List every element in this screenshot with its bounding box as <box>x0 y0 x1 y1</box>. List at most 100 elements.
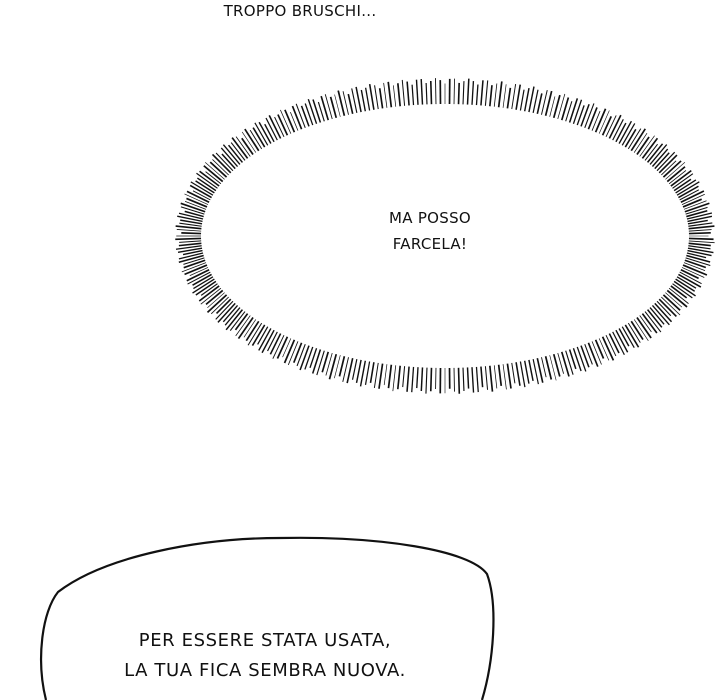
hatch-stroke <box>475 366 479 393</box>
hatch-stroke <box>662 160 682 178</box>
hatch-stroke <box>528 359 534 382</box>
hatch-stroke <box>324 94 333 120</box>
hatch-stroke <box>654 152 670 170</box>
thought-bubble-top-text: TROPPO BRUSCHI... <box>223 2 377 20</box>
hatch-stroke <box>195 180 215 194</box>
hatch-stroke <box>179 240 202 243</box>
hatch-stroke <box>544 356 553 380</box>
hatch-stroke <box>429 367 433 392</box>
hatch-stroke <box>672 173 694 189</box>
hatch-stroke <box>608 114 622 139</box>
hatch-stroke <box>560 351 570 377</box>
hatch-stroke <box>355 359 362 384</box>
hatch-stroke <box>681 193 705 205</box>
hatch-stroke <box>572 348 582 372</box>
hatch-stroke <box>688 245 711 250</box>
hatch-stroke <box>184 264 208 276</box>
hatch-stroke <box>682 198 703 208</box>
hatch-stroke <box>605 115 617 138</box>
hatch-stroke <box>666 289 688 308</box>
hatch-stroke <box>200 287 222 305</box>
hatch-stroke <box>416 367 419 389</box>
hatch-stroke <box>364 361 371 385</box>
hatch-stroke <box>686 210 708 218</box>
hatch-stroke <box>337 90 346 116</box>
hatch-stroke <box>316 350 325 376</box>
hatch-stroke <box>639 135 655 157</box>
hatch-stroke <box>178 242 202 247</box>
hatch-stroke <box>624 324 640 348</box>
hatch-stroke <box>295 103 306 128</box>
hatch-stroke <box>670 285 688 299</box>
hatch-stroke <box>383 364 388 386</box>
hatch-stroke <box>688 242 711 247</box>
hatch-stroke <box>304 103 314 126</box>
hatch-stroke <box>268 115 282 139</box>
hatch-stroke <box>661 296 681 316</box>
hatch-stroke <box>497 364 503 386</box>
hatch-stroke <box>189 184 212 199</box>
hatch-stroke <box>601 116 613 136</box>
hatch-stroke <box>541 357 547 378</box>
hatch-stroke <box>258 328 272 351</box>
hatch-stroke <box>272 334 285 359</box>
hatch-stroke <box>369 362 375 383</box>
hatch-stroke <box>282 338 292 358</box>
hatch-stroke <box>675 179 697 194</box>
hatch-stroke <box>209 161 228 178</box>
hatch-stroke <box>676 181 700 196</box>
hatch-stroke <box>215 152 234 172</box>
hatch-stroke <box>618 328 630 347</box>
hatch-stroke <box>506 363 512 389</box>
hatch-stroke <box>378 88 384 109</box>
hatch-stroke <box>633 319 649 341</box>
hatch-stroke <box>673 178 692 192</box>
hatch-stroke <box>608 333 620 354</box>
hatch-stroke <box>347 93 354 114</box>
hatch-stroke <box>184 210 204 218</box>
hatch-stroke <box>193 276 214 290</box>
hatch-stroke <box>304 346 314 370</box>
hatch-stroke <box>420 367 424 392</box>
hatch-stroke <box>296 344 306 367</box>
hatch-stroke <box>523 360 530 384</box>
hatch-stroke <box>211 153 232 174</box>
hatch-stroke <box>549 96 556 117</box>
hatch-stroke <box>639 315 652 333</box>
hatch-stroke <box>519 89 525 111</box>
hatch-stroke <box>502 364 507 390</box>
hatch-stroke <box>368 83 375 110</box>
hatch-stroke <box>181 232 202 235</box>
hatch-stroke <box>317 101 325 122</box>
hatch-stroke <box>355 86 362 113</box>
hatch-stroke <box>484 366 489 390</box>
hatch-stroke <box>402 366 406 388</box>
hatch-stroke <box>425 367 428 394</box>
hatch-stroke <box>175 225 202 230</box>
hatch-stroke <box>686 212 713 220</box>
hatch-stroke <box>654 302 673 323</box>
hatch-stroke <box>178 212 204 220</box>
hatch-stroke <box>207 292 225 308</box>
hatch-stroke <box>192 273 212 286</box>
hatch-stroke <box>594 339 605 359</box>
thought-bubble-middle-hatching <box>175 78 715 394</box>
hatch-stroke <box>192 278 215 294</box>
hatch-stroke <box>511 83 517 110</box>
hatch-stroke <box>475 84 479 106</box>
hatch-stroke <box>686 252 707 259</box>
hatch-stroke <box>267 331 278 352</box>
hatch-stroke <box>666 166 686 183</box>
hatch-stroke <box>627 128 642 150</box>
hatch-stroke <box>612 119 624 141</box>
hatch-stroke <box>684 259 707 269</box>
hatch-stroke <box>584 344 593 365</box>
hatch-stroke <box>576 105 585 126</box>
hatch-stroke <box>688 229 712 232</box>
hatch-stroke <box>675 278 696 292</box>
hatch-stroke <box>515 362 521 386</box>
hatch-stroke <box>670 169 692 187</box>
hatch-stroke <box>688 222 713 227</box>
hatch-stroke <box>687 215 713 223</box>
